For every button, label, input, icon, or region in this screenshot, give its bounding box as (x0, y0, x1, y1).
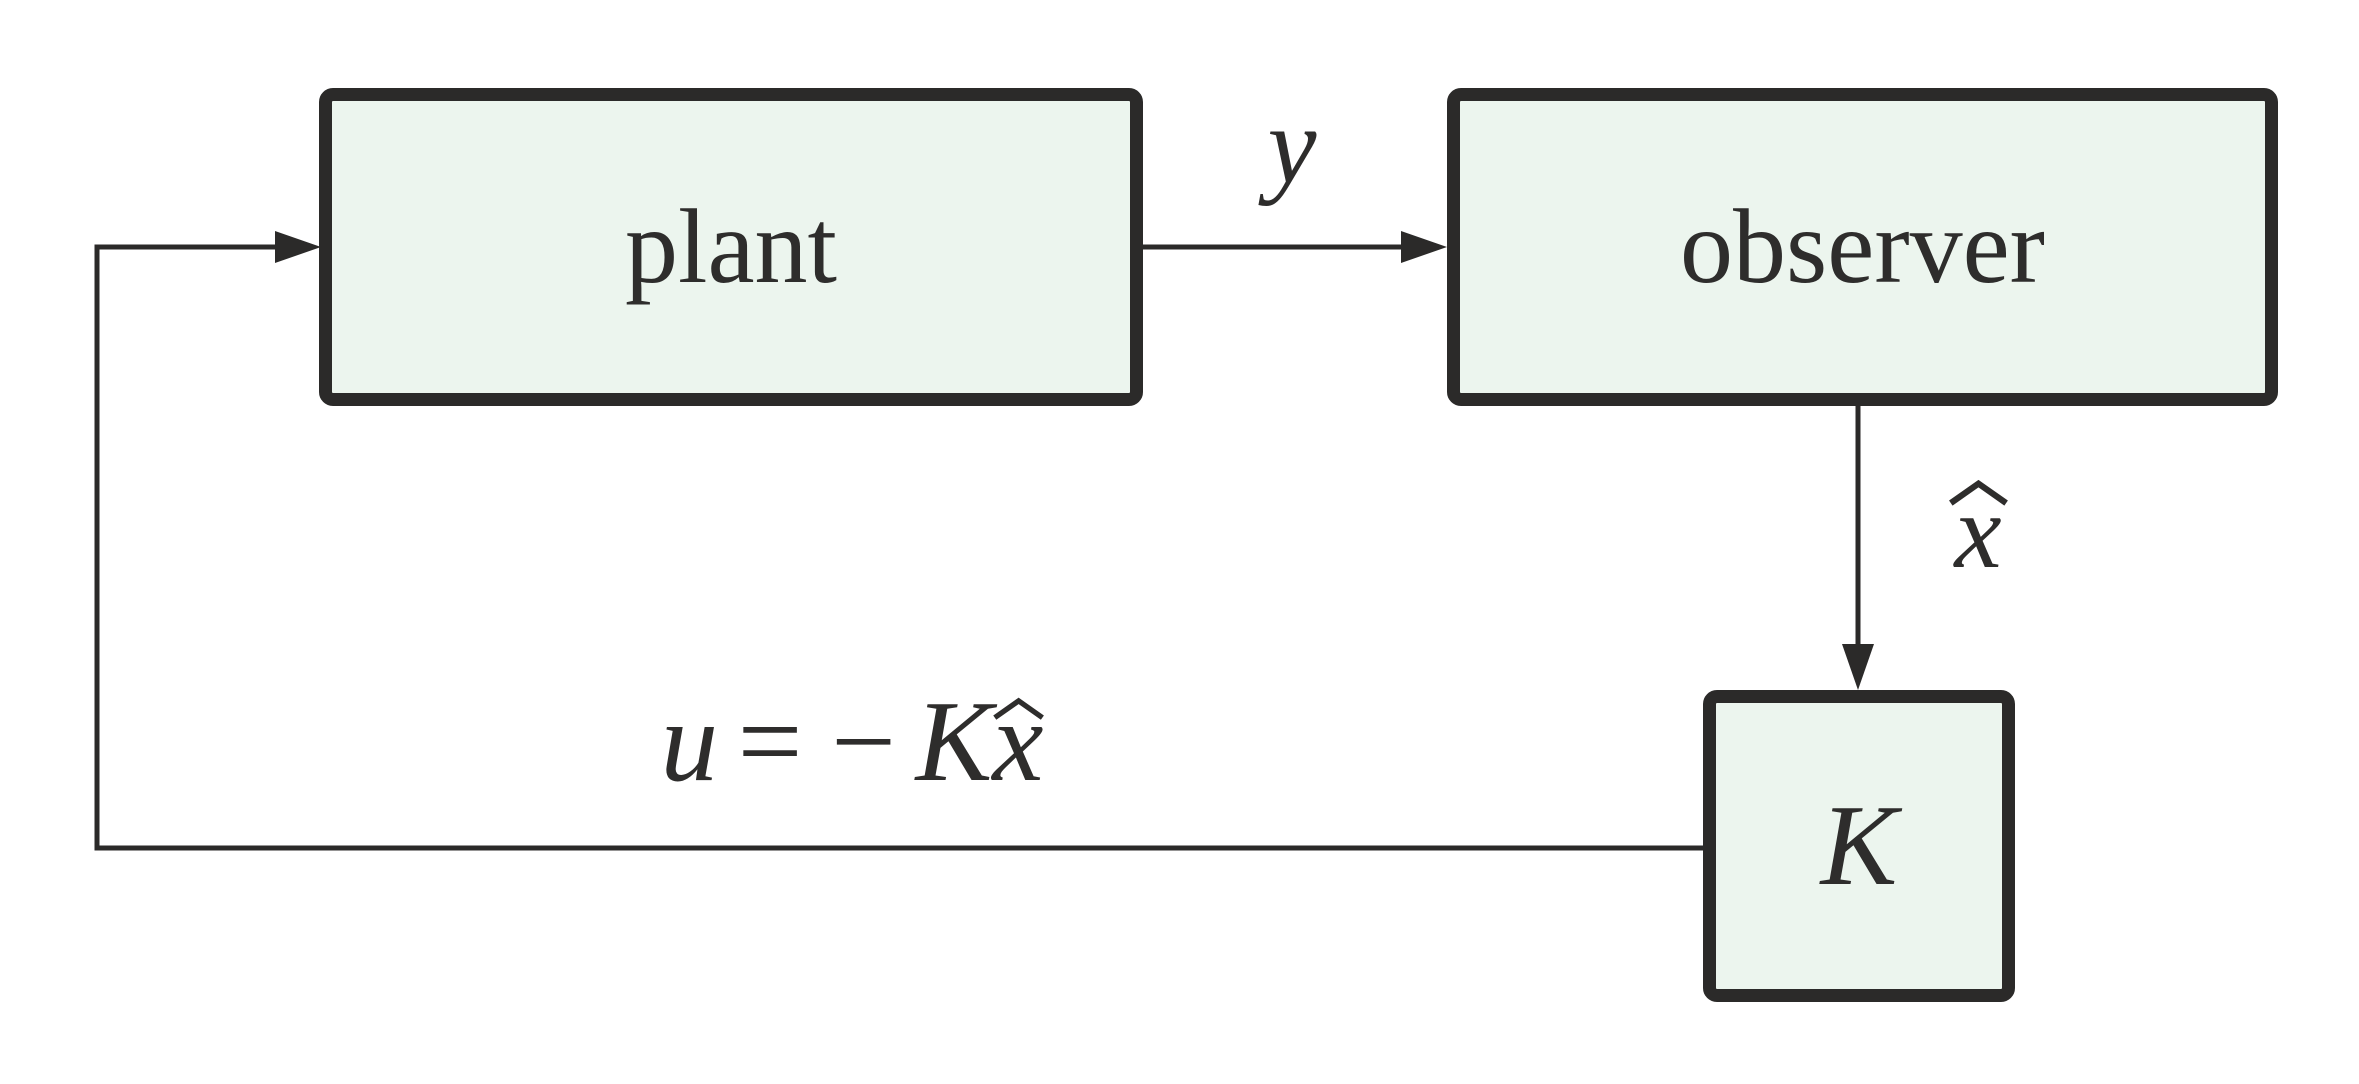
arrowhead-plant-input (275, 231, 321, 263)
feedback-wire (94, 244, 1703, 851)
control-law-label: u= −K x (660, 676, 1045, 808)
plant-block: plant (319, 88, 1143, 406)
xhat-signal-label: x (1949, 471, 2009, 593)
circumflex-hat-icon (992, 694, 1045, 724)
control-gain: K (915, 677, 993, 805)
circumflex-hat-icon (1948, 480, 2009, 508)
observer-block: observer (1447, 88, 2278, 406)
arrowhead-gain-input (1842, 644, 1874, 690)
plant-label: plant (625, 188, 837, 306)
control-lhs: u (660, 677, 719, 805)
observer-label: observer (1680, 188, 2045, 306)
arrowhead-observer-input (1401, 231, 1447, 263)
gain-block: K (1703, 690, 2015, 1002)
control-operator: = − (737, 677, 897, 805)
y-signal-label: y (1267, 83, 1317, 206)
gain-label: K (1820, 781, 1898, 909)
